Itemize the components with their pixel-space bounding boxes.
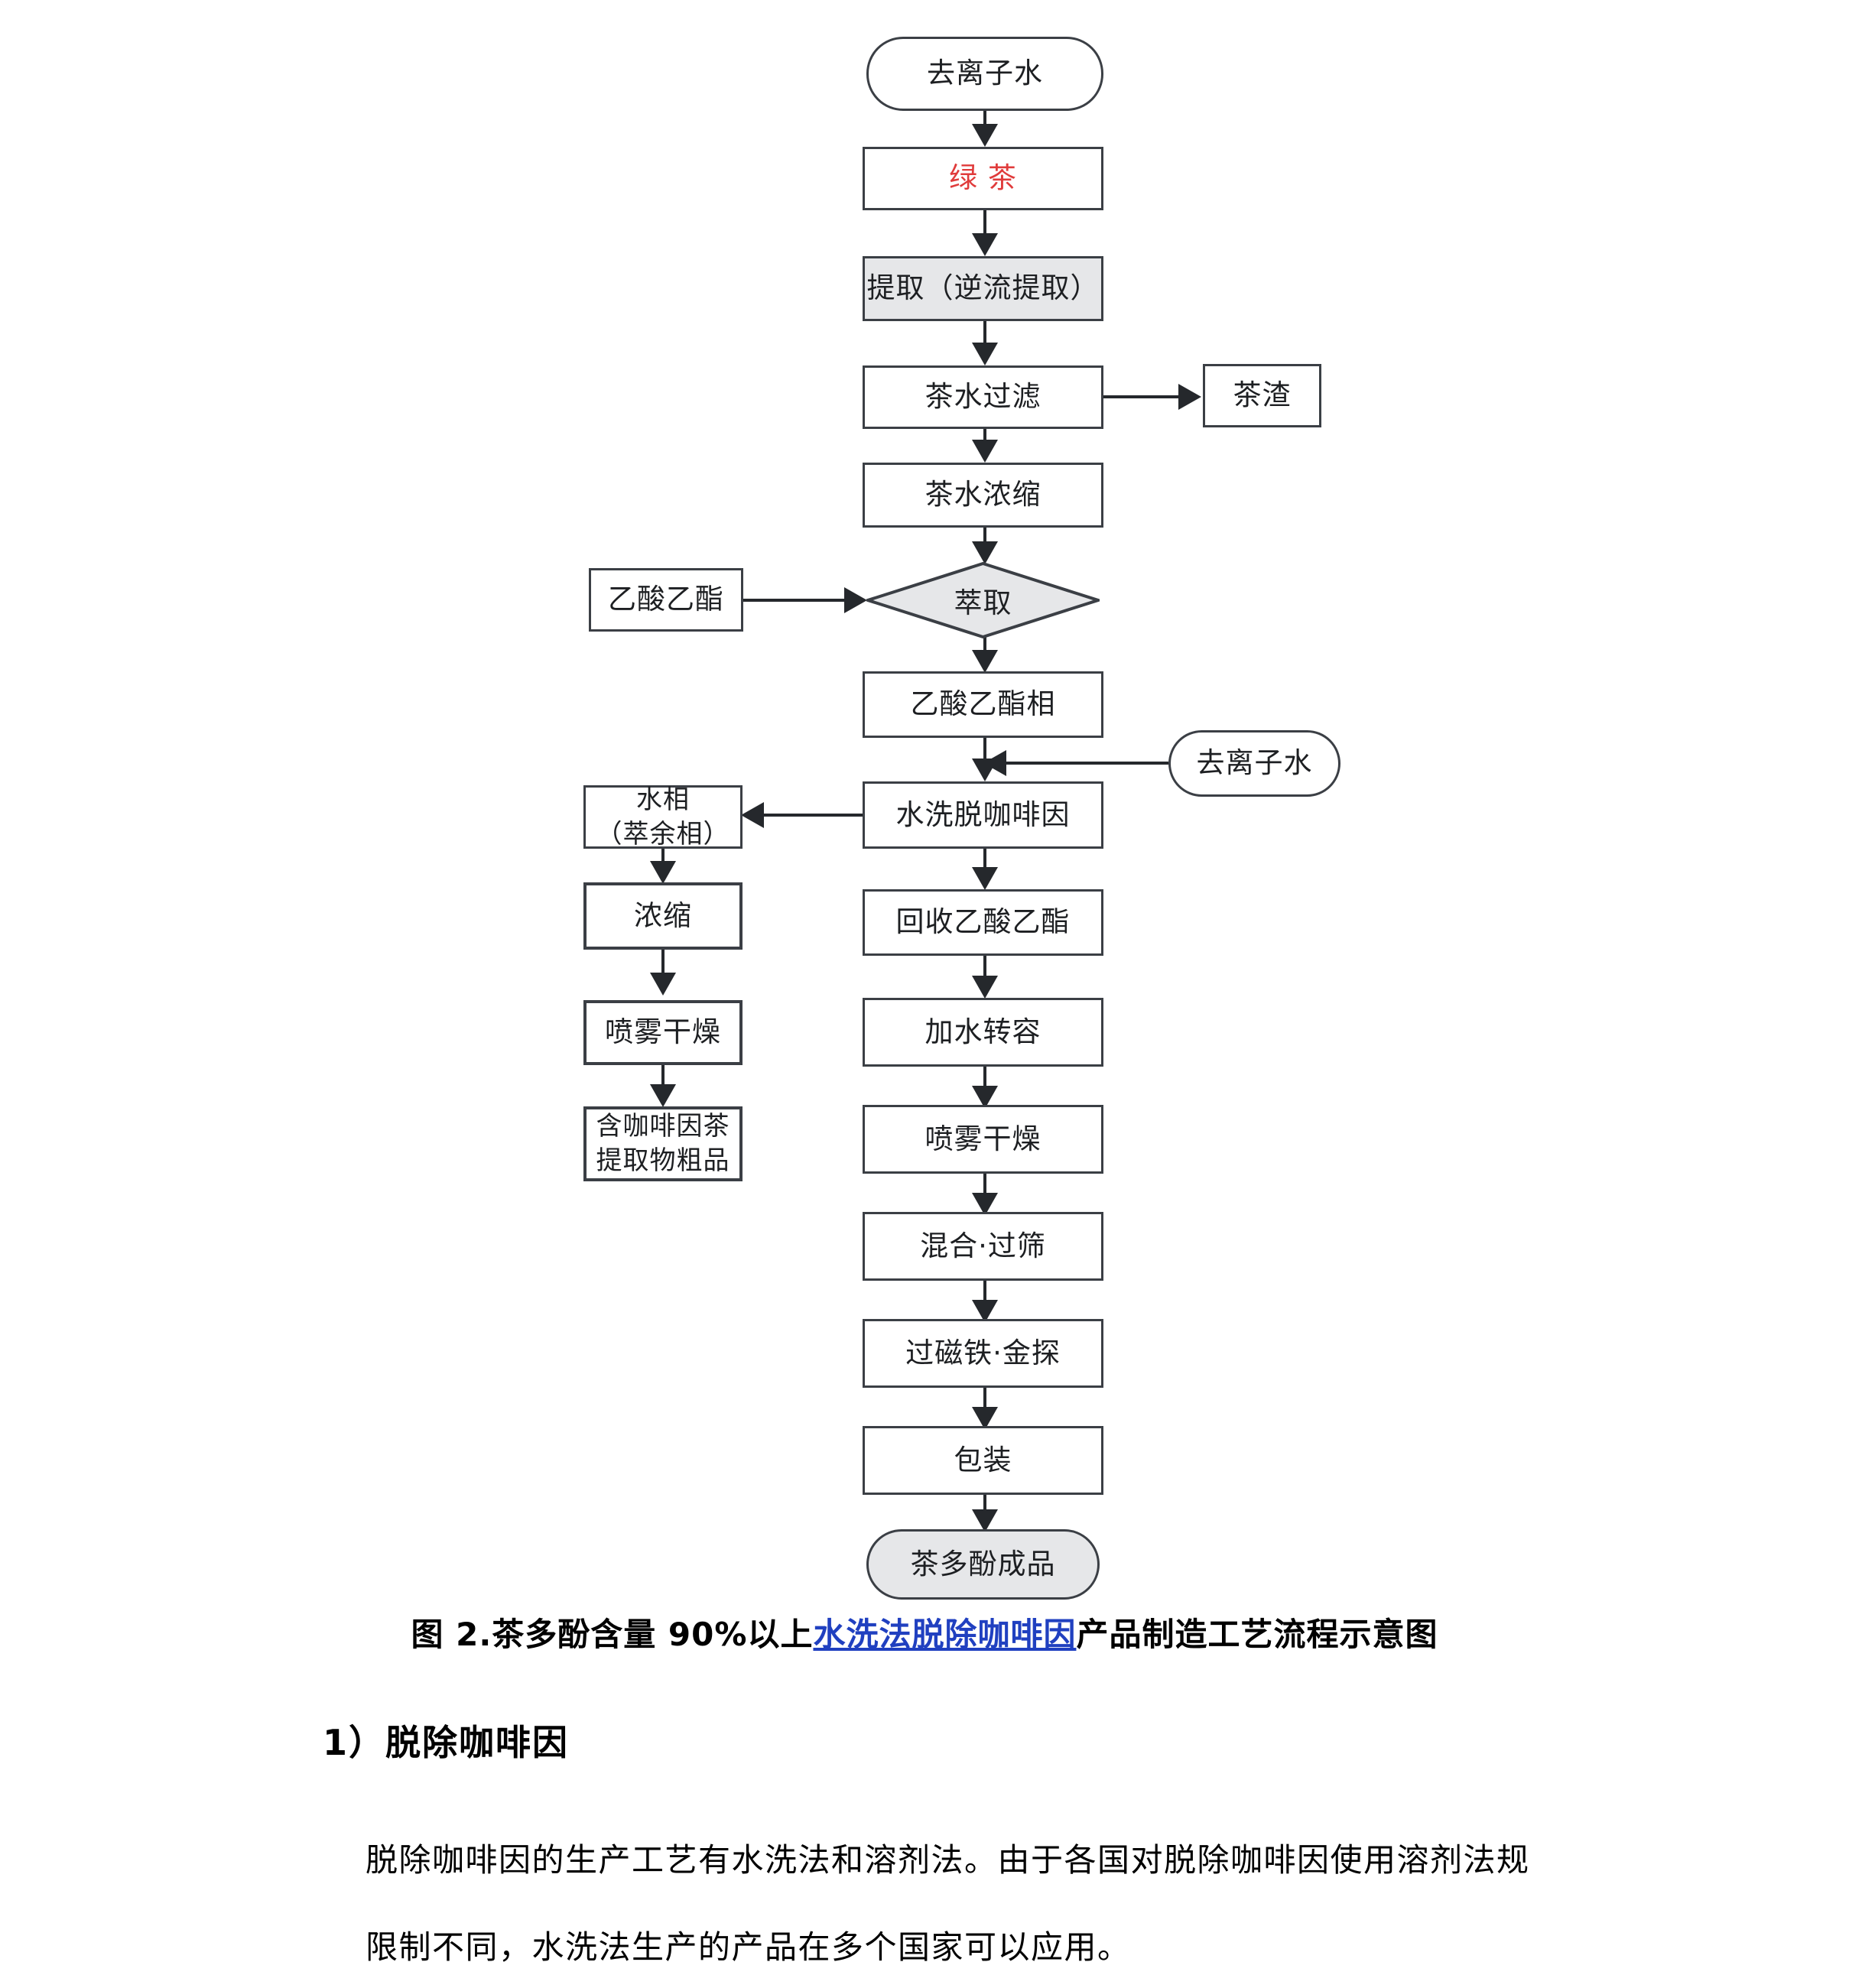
node-label: 茶水过滤: [925, 380, 1041, 414]
connector-line: [983, 738, 986, 761]
connector-line: [983, 1067, 986, 1088]
node-label: 去离子水: [927, 57, 1043, 90]
node-label: 乙酸乙酯: [608, 583, 724, 616]
node-label: 茶多酚成品: [910, 1547, 1056, 1580]
connector-line: [983, 429, 986, 441]
node-label: 浓缩: [634, 898, 692, 932]
connector-line: [983, 637, 986, 652]
arrow-down-icon: [972, 541, 998, 564]
connector-line: [661, 950, 665, 979]
arrow-down-icon: [972, 1509, 998, 1532]
node-add-water-transfer: 加水转容: [863, 998, 1103, 1067]
node-tea-water-filter: 茶水过滤: [863, 365, 1103, 429]
node-label: 茶渣: [1233, 378, 1292, 412]
node-ethyl-acetate-input: 乙酸乙酯: [589, 568, 743, 632]
connector-line: [764, 814, 863, 817]
connector-line: [983, 849, 986, 869]
node-label: 混合·过筛: [920, 1229, 1046, 1262]
connector-line: [983, 1495, 986, 1512]
node-green-tea: 绿 茶: [863, 147, 1103, 210]
node-tea-residue: 茶渣: [1203, 364, 1321, 427]
node-ethyl-acetate-phase: 乙酸乙酯相: [863, 671, 1103, 738]
connector-line: [661, 849, 665, 870]
node-solvent-extraction: 萃取: [866, 562, 1100, 638]
node-magnet-metal-detection: 过磁铁·金探: [863, 1319, 1103, 1388]
connector-line: [983, 321, 986, 344]
diamond-shape-icon: [866, 562, 1100, 638]
node-label: 提取（逆流提取）: [866, 271, 1100, 305]
node-label: 回收乙酸乙酯: [895, 905, 1071, 939]
paragraph-line-2: 限制不同，水洗法生产的产品在多个国家可以应用。: [366, 1928, 1131, 1966]
arrow-left-icon: [741, 802, 764, 828]
node-label: 去离子水: [1196, 746, 1313, 780]
caption-prefix: 图 2.茶多酚含量 90%以上: [411, 1616, 814, 1653]
connector-line: [983, 1388, 986, 1409]
caption-link[interactable]: 水洗法脱除咖啡因: [813, 1616, 1077, 1653]
process-flowchart: 去离子水 绿 茶 提取（逆流提取） 茶水过滤 茶渣 茶水浓缩 萃取 乙酸乙酯: [583, 37, 1340, 1600]
arrow-down-icon: [972, 343, 998, 365]
connector-line: [983, 1174, 986, 1195]
node-extraction-countercurrent: 提取（逆流提取）: [863, 256, 1103, 321]
node-label: 萃取: [954, 586, 1012, 619]
connector-line: [983, 956, 986, 977]
node-label: 水洗脱咖啡因: [895, 797, 1071, 831]
connector-line: [983, 111, 986, 128]
paragraph-line-1: 脱除咖啡因的生产工艺有水洗法和溶剂法。由于各国对脱除咖啡因使用溶剂法规: [366, 1841, 1530, 1879]
node-label: 茶水浓缩: [925, 478, 1041, 512]
node-spray-dry-main: 喷雾干燥: [863, 1105, 1103, 1174]
arrow-down-icon: [972, 440, 998, 463]
connector-line: [983, 528, 986, 544]
arrow-down-icon: [972, 124, 998, 147]
node-label: 含咖啡因茶 提取物粗品: [596, 1111, 730, 1176]
node-label: 过磁铁·金探: [905, 1336, 1061, 1369]
connector-line: [1006, 762, 1168, 765]
caption-suffix: 产品制造工艺流程示意图: [1076, 1616, 1438, 1653]
node-label: 水相 （萃余相）: [596, 784, 730, 849]
arrow-right-icon: [844, 587, 867, 613]
node-spray-dry-left: 喷雾干燥: [583, 1000, 743, 1065]
node-label: 喷雾干燥: [925, 1122, 1041, 1155]
node-recover-ethyl-acetate: 回收乙酸乙酯: [863, 889, 1103, 956]
node-label: 包装: [954, 1443, 1012, 1476]
arrow-down-icon: [650, 861, 676, 884]
node-label: 喷雾干燥: [605, 1015, 721, 1049]
arrow-down-icon: [650, 973, 676, 996]
node-label: 绿 茶: [949, 161, 1017, 195]
connector-line: [661, 1065, 665, 1090]
node-label: 乙酸乙酯相: [910, 687, 1056, 721]
arrow-down-icon: [972, 233, 998, 256]
connector-line: [983, 1281, 986, 1302]
node-tea-water-concentrate: 茶水浓缩: [863, 463, 1103, 528]
arrow-right-icon: [1178, 384, 1201, 410]
connector-line: [1103, 395, 1178, 398]
node-final-product: 茶多酚成品: [866, 1529, 1100, 1600]
node-caffeine-crude-extract: 含咖啡因茶 提取物粗品: [583, 1106, 743, 1181]
arrow-down-icon: [972, 758, 998, 781]
figure-caption: 图 2.茶多酚含量 90%以上水洗法脱除咖啡因产品制造工艺流程示意图: [0, 1609, 1849, 1655]
node-concentrate: 浓缩: [583, 882, 743, 950]
section-heading: 1）脱除咖啡因: [323, 1722, 570, 1763]
arrow-down-icon: [972, 976, 998, 999]
arrow-down-icon: [650, 1084, 676, 1107]
connector-line: [743, 599, 844, 602]
node-label: 加水转容: [925, 1015, 1041, 1048]
node-mix-sieve: 混合·过筛: [863, 1212, 1103, 1281]
arrow-down-icon: [972, 650, 998, 673]
arrow-down-icon: [972, 867, 998, 890]
node-water-wash-decaffeination: 水洗脱咖啡因: [863, 781, 1103, 849]
node-deionized-water-top: 去离子水: [866, 37, 1103, 111]
connector-line: [983, 210, 986, 235]
node-deionized-water-second: 去离子水: [1168, 730, 1340, 797]
node-packaging: 包装: [863, 1426, 1103, 1495]
node-aqueous-phase: 水相 （萃余相）: [583, 784, 743, 849]
